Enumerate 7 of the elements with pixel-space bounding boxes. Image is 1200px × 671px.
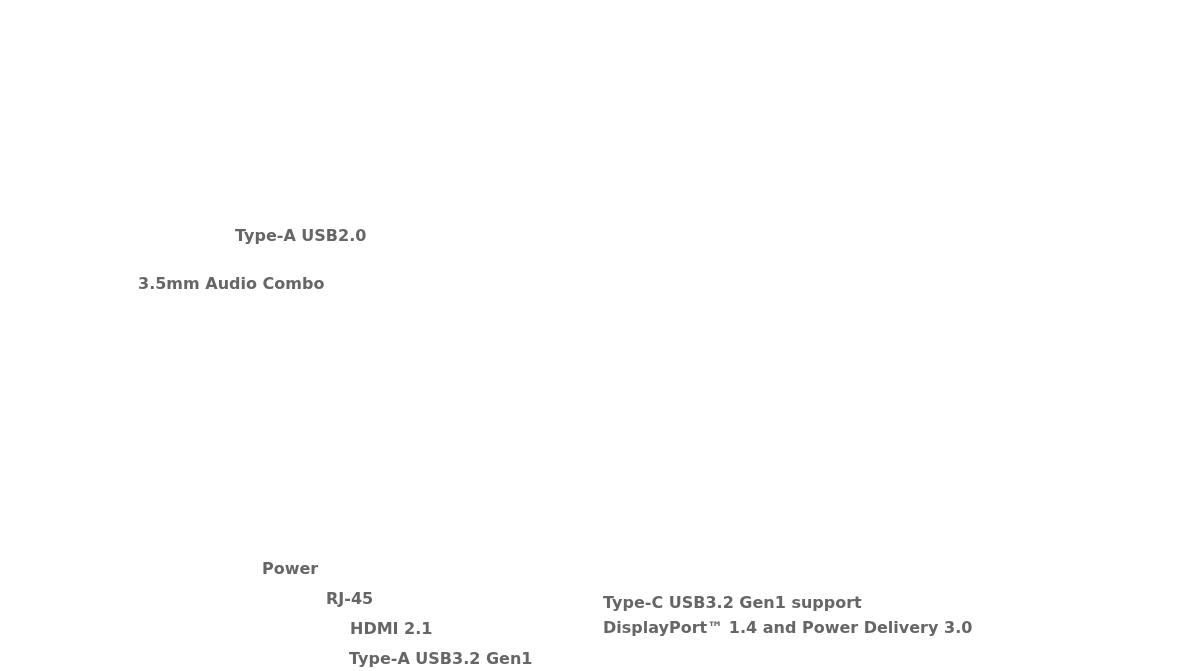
port-label: Power: [262, 558, 319, 580]
port-label: RJ-45: [326, 588, 374, 610]
port-label: Type-A USB2.0: [235, 225, 367, 247]
port-label: 3.5mm Audio Combo: [138, 273, 325, 295]
port-label: Type-C USB3.2 Gen1 support DisplayPort™ 1.4 and Power Delivery 3.0: [603, 592, 974, 639]
port-label: HDMI 2.1: [350, 618, 433, 640]
port-label: Type-A USB3.2 Gen1: [349, 648, 533, 670]
